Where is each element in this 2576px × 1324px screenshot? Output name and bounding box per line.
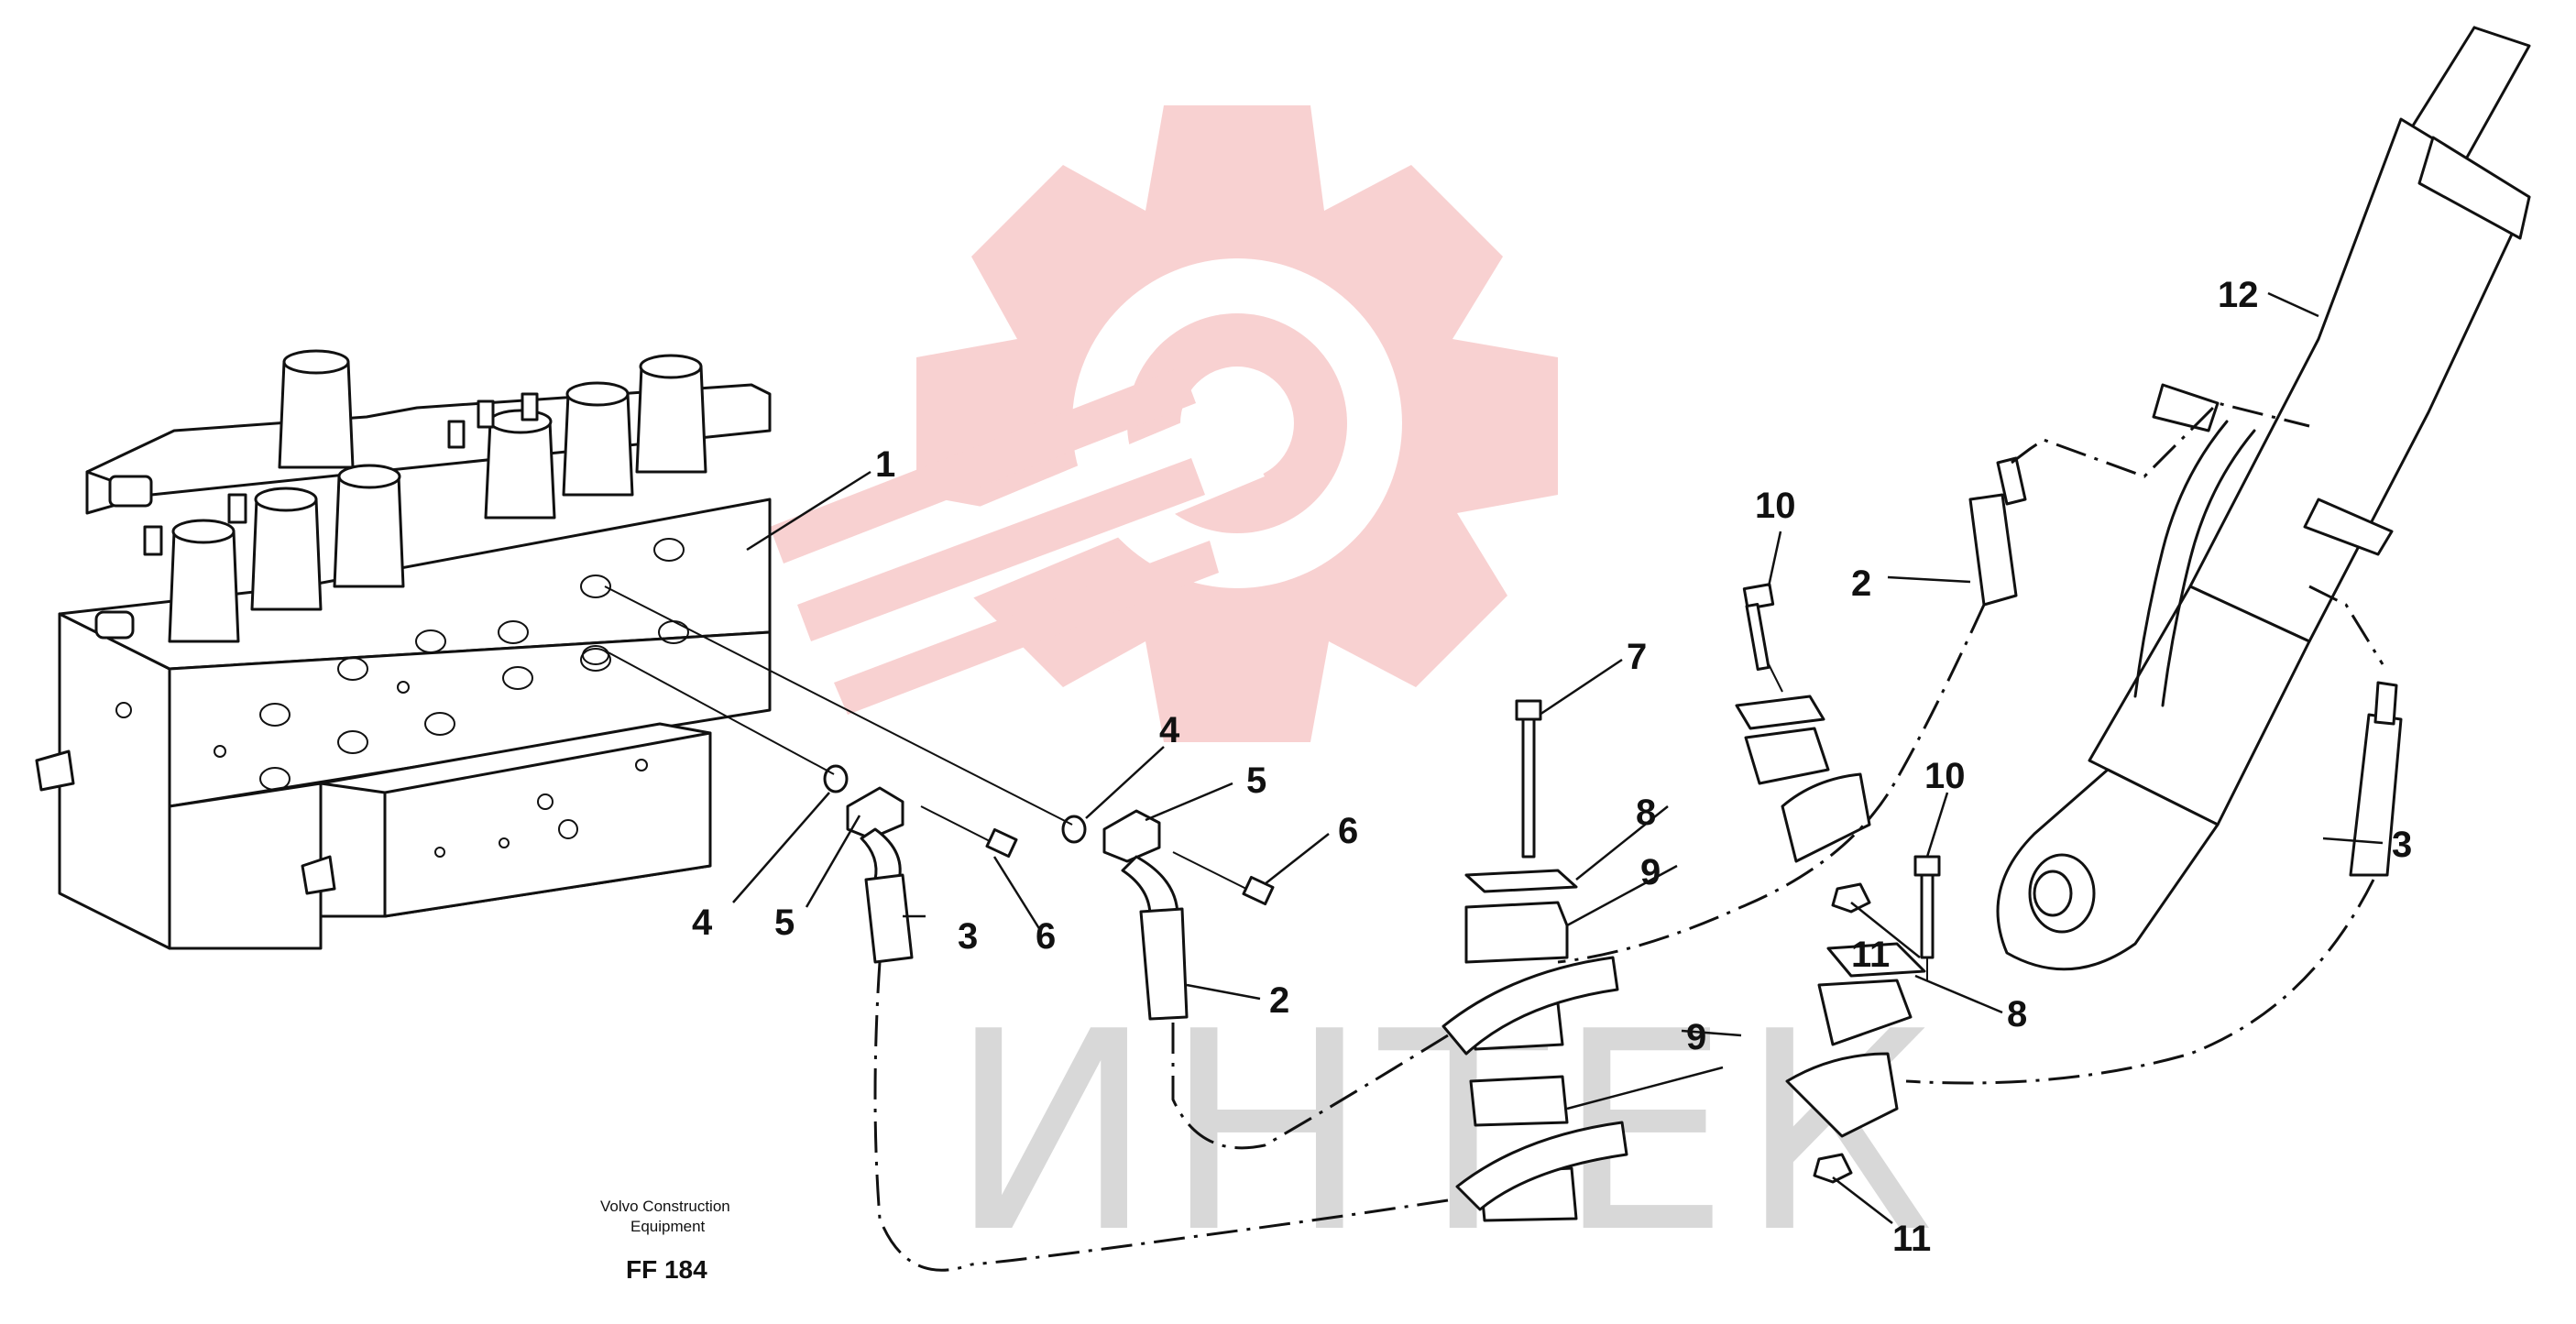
callout-leaders	[732, 291, 2384, 1224]
callout-2-right: 2	[1851, 564, 1871, 604]
callout-12: 12	[2218, 275, 2259, 315]
callout-8-upper: 8	[1636, 793, 1656, 833]
callout-7: 7	[1627, 637, 1647, 677]
figure-caption: Volvo Construction Equipment FF 184	[600, 1198, 730, 1284]
callout-9-lower: 9	[1686, 1017, 1706, 1057]
control-valve-block	[35, 349, 772, 950]
callout-10-upper: 10	[1755, 486, 1796, 526]
hose-fittings-left	[604, 585, 1275, 1021]
callout-5-center: 5	[1246, 760, 1266, 801]
watermark-text: ИНТЕК	[948, 973, 1944, 1293]
callout-3-right: 3	[2392, 825, 2412, 865]
caption-line-2: Equipment	[630, 1218, 706, 1235]
callout-8-lower: 8	[2007, 994, 2027, 1034]
callout-5-left: 5	[774, 903, 795, 943]
callout-11-lower: 11	[1892, 1219, 1931, 1259]
caption-line-1: Volvo Construction	[600, 1198, 730, 1215]
callout-9-upper: 9	[1640, 852, 1661, 892]
solenoid-coils	[168, 349, 707, 643]
callout-11-upper: 11	[1851, 935, 1890, 975]
watermark-gear-logo	[770, 105, 1558, 742]
callout-4-center: 4	[1159, 710, 1180, 750]
hose-routes	[873, 401, 2384, 1272]
callout-3-left: 3	[958, 916, 978, 957]
hydraulic-cylinder	[1968, 26, 2531, 971]
callout-6-center: 6	[1338, 811, 1358, 851]
callout-2-center: 2	[1269, 980, 1289, 1021]
figure-code: FF 184	[626, 1255, 707, 1284]
callout-6-left: 6	[1036, 916, 1056, 957]
hose-clamps	[1441, 583, 1941, 1222]
callout-10-lower: 10	[1924, 756, 1966, 796]
callout-4-left: 4	[692, 903, 713, 943]
callout-labels: 1 4 5 3 6 4 5 6 2 7 8 9 10 2 11 10 8 9 1…	[692, 275, 2412, 1259]
callout-1: 1	[875, 444, 895, 485]
